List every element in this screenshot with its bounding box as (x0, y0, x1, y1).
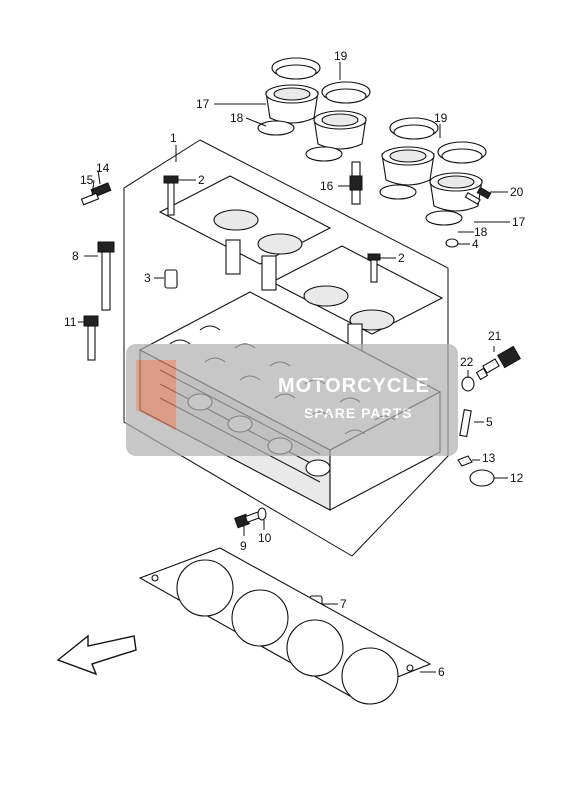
callout-10: 10 (258, 531, 272, 545)
part-12-o-ring (469, 469, 495, 487)
callout-12: 12 (510, 471, 524, 485)
part-8-long-bolt (97, 241, 115, 311)
callout-2-upper: 2 (198, 173, 205, 187)
callout-11: 11 (64, 315, 77, 329)
watermark: MOTORCYCLE SPARE PARTS (126, 344, 458, 456)
cylinder-head (138, 175, 444, 511)
callout-21: 21 (488, 329, 502, 343)
callout-1: 1 (170, 131, 177, 145)
part-20-screw (464, 186, 492, 205)
watermark-subtext: SPARE PARTS (304, 405, 413, 421)
callout-20: 20 (510, 185, 524, 199)
watermark-text: MOTORCYCLE (278, 375, 430, 397)
part-2-bolt-lower (367, 253, 381, 283)
callout-4: 4 (472, 237, 479, 251)
part-13-clip (457, 455, 473, 467)
part-22-gasket (461, 376, 475, 392)
part-11-bolt (83, 315, 99, 361)
part-3-dowel (164, 269, 178, 289)
callout-18-left: 18 (230, 111, 244, 125)
callout-19-right: 19 (434, 111, 448, 125)
intake-boots-right-pair (379, 117, 487, 226)
callout-17-left: 17 (196, 97, 210, 111)
callout-6: 6 (438, 665, 445, 679)
part-10-washer (257, 507, 267, 521)
part-21-temperature-sensor (475, 345, 521, 381)
callout-18-right: 18 (474, 225, 488, 239)
part-9-bolt (234, 511, 262, 529)
callout-17-right: 17 (512, 215, 526, 229)
callout-14: 14 (96, 161, 110, 175)
callout-8: 8 (72, 249, 79, 263)
intake-boots-left-pair (257, 57, 371, 162)
front-direction-arrow-icon (56, 634, 137, 676)
callout-16: 16 (320, 179, 334, 193)
callout-5: 5 (486, 415, 493, 429)
callout-7: 7 (340, 597, 347, 611)
callout-2-lower: 2 (398, 251, 405, 265)
callout-22: 22 (460, 355, 474, 369)
callout-13: 13 (482, 451, 496, 465)
part-4-washer (445, 238, 459, 248)
callout-labels: 1 2 2 3 4 5 6 7 8 9 10 11 12 13 14 15 16… (64, 49, 526, 679)
leader-lines (78, 62, 510, 673)
callout-15: 15 (80, 173, 94, 187)
part-5-pin (459, 409, 472, 438)
part-6-head-gasket (138, 547, 432, 705)
part-16-spark-plug (349, 161, 363, 205)
callout-9: 9 (240, 539, 247, 553)
callout-3: 3 (144, 271, 151, 285)
callout-19-left: 19 (334, 49, 348, 63)
